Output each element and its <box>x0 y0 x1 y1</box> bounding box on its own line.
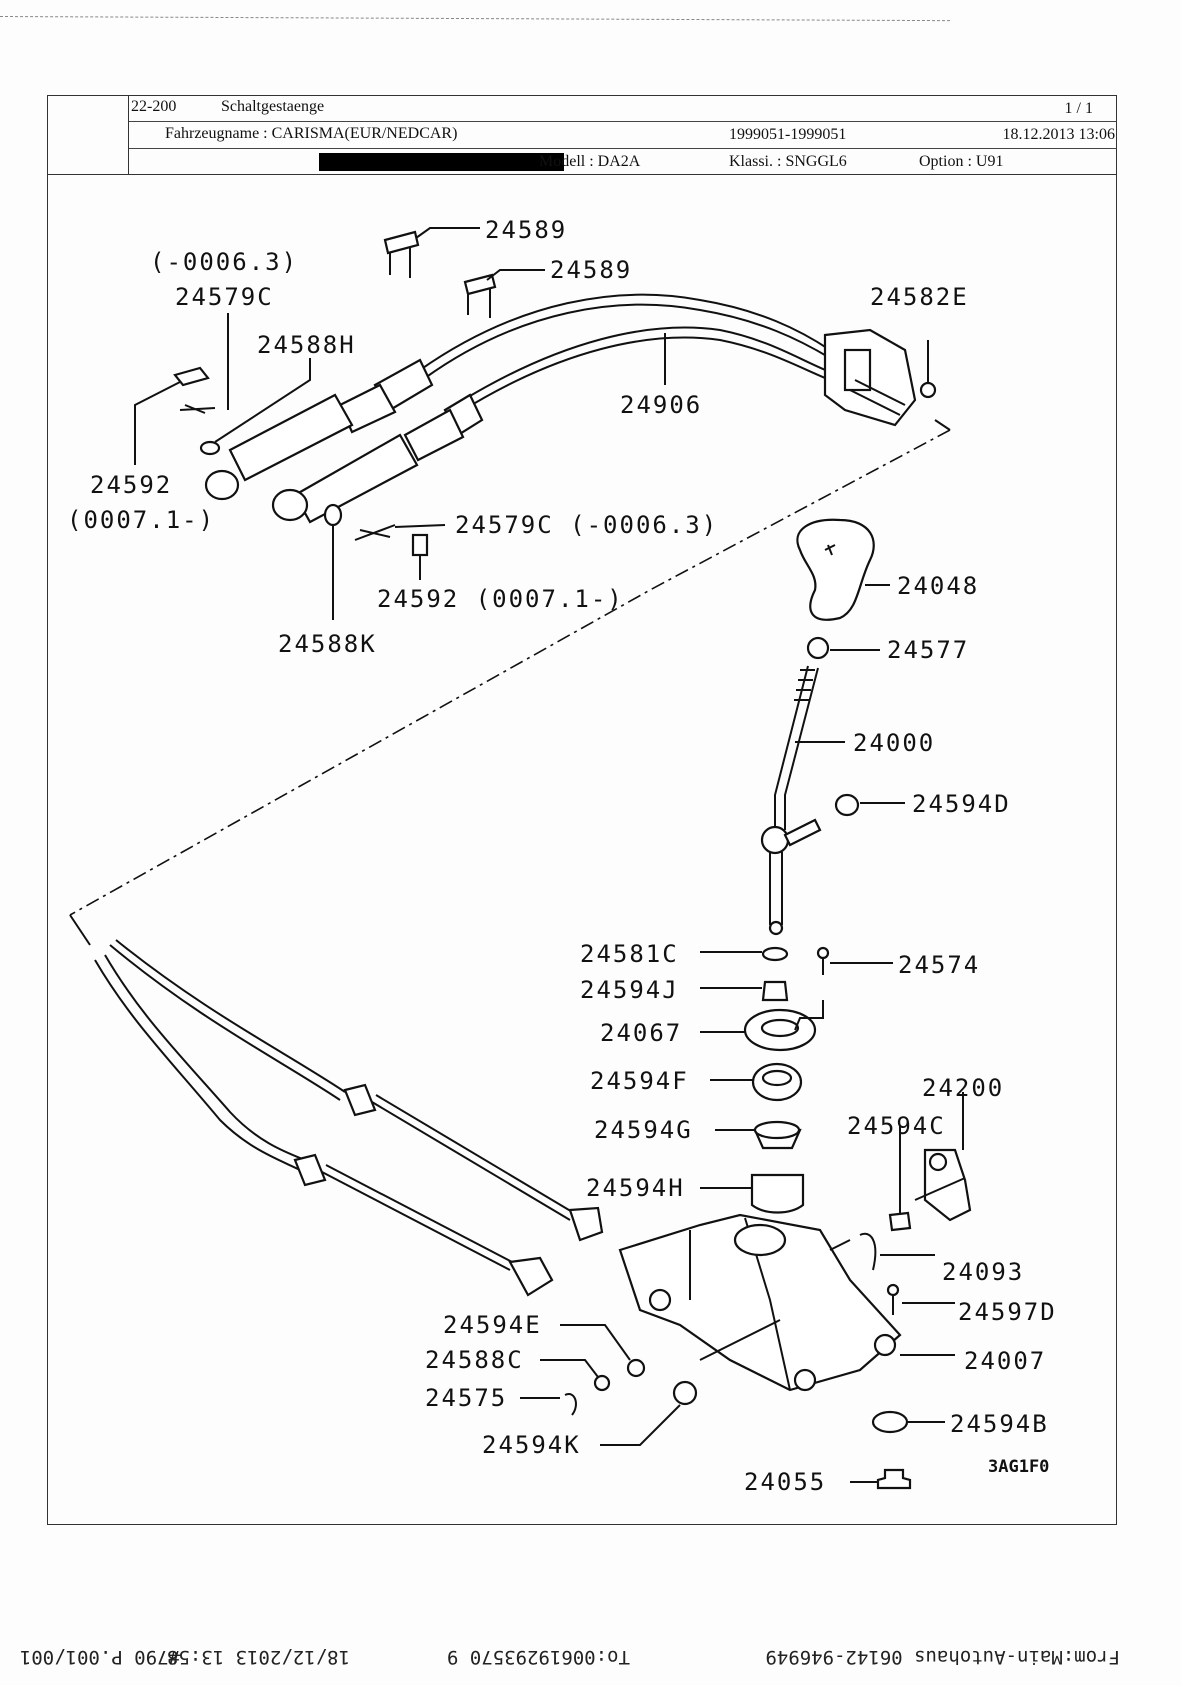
label-24588c: 24588C <box>425 1346 524 1374</box>
fax-page-info: #790 P.001/001 <box>19 1646 180 1668</box>
title-row-1: 22-200 Schaltgestaenge 1 / 1 <box>129 95 1117 122</box>
title-row-3: Modell : DA2A Klassi. : SNGGL6 Option : … <box>129 149 1117 175</box>
figure-code: 3AG1F0 <box>988 1457 1049 1477</box>
drawing-frame <box>47 95 1117 1525</box>
label-24093: 24093 <box>942 1258 1024 1286</box>
select-lever-parts <box>850 1092 972 1490</box>
label-24594h: 24594H <box>586 1174 685 1202</box>
label-24577: 24577 <box>887 636 969 664</box>
label-24594b: 24594B <box>950 1410 1049 1438</box>
shift-lever-housing <box>618 1213 955 1392</box>
label-24594k: 24594K <box>482 1431 581 1459</box>
section-title: Schaltgestaenge <box>221 98 325 115</box>
label-24200: 24200 <box>922 1074 1004 1102</box>
label-24592-a: 24592 <box>90 471 172 499</box>
option: Option : U91 <box>919 153 1004 170</box>
label-24594c: 24594C <box>847 1112 946 1140</box>
fax-transmission-footer: From:Main-Autohaus 06142-946949 To:00619… <box>20 1642 1140 1668</box>
label-24588k: 24588K <box>278 630 377 658</box>
redacted-field <box>319 153 564 171</box>
cable-group-boundary <box>69 419 951 946</box>
label-24007: 24007 <box>964 1347 1046 1375</box>
label-24589-b: 24589 <box>550 256 632 284</box>
fax-to: To:00619293570 9 <box>446 1646 630 1668</box>
classification: Klassi. : SNGGL6 <box>729 153 847 170</box>
label-24582e: 24582E <box>870 283 969 311</box>
part-labels: 24589 24589 (-0006.3) 24579C 24588H 2458… <box>67 216 1057 1496</box>
label-24589-a: 24589 <box>485 216 567 244</box>
shift-lever-group <box>700 518 905 1214</box>
title-block: 22-200 Schaltgestaenge 1 / 1 Fahrzeugnam… <box>47 95 1117 175</box>
label-24588h: 24588H <box>257 331 356 359</box>
label-24055: 24055 <box>744 1468 826 1496</box>
label-24597d: 24597D <box>958 1298 1057 1326</box>
parts-diagram: 24589 24589 (-0006.3) 24579C 24588H 2458… <box>67 216 1057 1496</box>
vehicle-name: Fahrzeugname : CARISMA(EUR/NEDCAR) <box>165 125 458 142</box>
housing-fasteners <box>520 1324 698 1446</box>
title-block-blank-cell <box>47 95 129 175</box>
label-24594d: 24594D <box>912 790 1011 818</box>
shift-cable-assembly-upper <box>204 293 937 524</box>
label-24579c-note: (-0006.3) <box>150 248 298 276</box>
label-24579c-b: 24579C (-0006.3) <box>455 511 718 539</box>
label-24048: 24048 <box>897 572 979 600</box>
label-24906: 24906 <box>620 391 702 419</box>
label-24592-b: 24592 (0007.1-) <box>377 585 624 613</box>
label-24592-a-note: (0007.1-) <box>67 506 215 534</box>
title-row-2: Fahrzeugname : CARISMA(EUR/NEDCAR) 19990… <box>129 122 1117 149</box>
label-24594f: 24594F <box>590 1067 689 1095</box>
print-date: 18.12.2013 13:06 <box>1002 126 1115 143</box>
label-24575: 24575 <box>425 1384 507 1412</box>
label-24067: 24067 <box>600 1019 682 1047</box>
shift-cable-assembly-lower <box>94 939 604 1297</box>
label-24594j: 24594J <box>580 976 679 1004</box>
label-24581c: 24581C <box>580 940 679 968</box>
model: Modell : DA2A <box>539 153 641 170</box>
fax-from: From:Main-Autohaus 06142-946949 <box>765 1646 1120 1668</box>
label-24574: 24574 <box>898 951 980 979</box>
label-24594e: 24594E <box>443 1311 542 1339</box>
section-code: 22-200 <box>131 98 177 115</box>
serial-range: 1999051-1999051 <box>729 126 847 143</box>
page-number: 1 / 1 <box>1064 100 1093 117</box>
label-24000: 24000 <box>853 729 935 757</box>
label-24579c-a: 24579C <box>175 283 274 311</box>
fax-datetime: 18/12/2013 13:58 <box>166 1646 350 1668</box>
clip-parts <box>134 227 666 620</box>
label-24594g: 24594G <box>594 1116 693 1144</box>
scan-artifact-line <box>0 16 950 22</box>
